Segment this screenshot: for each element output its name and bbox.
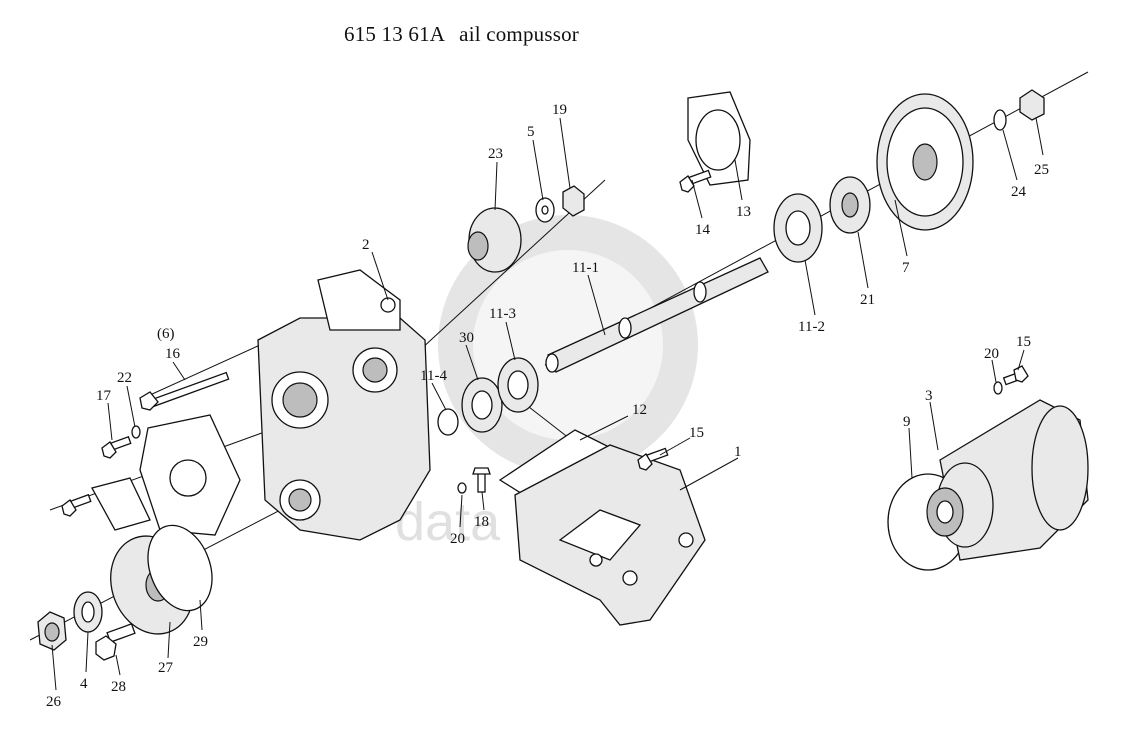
callout-11-4: 11-4 [420,368,447,384]
callout-3: 3 [925,388,933,404]
callout-27: 27 [158,660,174,676]
gasket-plate [91,414,241,536]
cover-plate [679,91,751,193]
title-text: ail compussor [459,22,580,46]
callout-20-right: 20 [984,346,999,362]
bearings-left [437,357,539,436]
callout-19: 19 [552,102,567,118]
callout-23: 23 [488,146,503,162]
housing-part [257,269,431,541]
compressor-unit [887,365,1089,571]
callout-15: 15 [689,425,704,441]
callout-30: 30 [459,330,474,346]
pinion-gear [467,185,585,273]
cylinder-block [498,429,706,626]
callout-13: 13 [736,204,751,220]
callout-22: 22 [117,370,132,386]
bolts-left [61,371,491,517]
leader-lines [51,117,1044,691]
callout-21: 21 [860,292,875,308]
flange-assembly [37,524,213,661]
callout-4: 4 [80,676,88,692]
title-code: 615 13 61A [344,22,446,46]
crankshaft [545,257,769,373]
callout-12: 12 [632,402,647,418]
callout-15-right: 15 [1016,334,1031,350]
drive-gear-assembly [773,89,1045,263]
callout-16: 16 [165,346,181,362]
callout-26: 26 [46,694,62,710]
callout-7: 7 [902,260,910,276]
callout-18: 18 [474,514,489,530]
diagram-title: 615 13 61A ail compussor [344,22,579,47]
callout-11-2: 11-2 [798,319,825,335]
callout-6: (6) [157,326,175,342]
callout-5: 5 [527,124,535,140]
callout-1: 1 [734,444,742,460]
callout-28: 28 [111,679,126,695]
callout-29: 29 [193,634,208,650]
callout-labels: 2 23 5 19 14 13 7 24 25 21 11-1 11-2 11-… [46,102,1049,710]
callout-25: 25 [1034,162,1049,178]
callout-9: 9 [903,414,911,430]
callout-24: 24 [1011,184,1027,200]
callout-17: 17 [96,388,112,404]
callout-11-1: 11-1 [572,260,599,276]
callout-11-3: 11-3 [489,306,516,322]
callout-20: 20 [450,531,465,547]
callout-14: 14 [695,222,711,238]
callout-2: 2 [362,237,370,253]
